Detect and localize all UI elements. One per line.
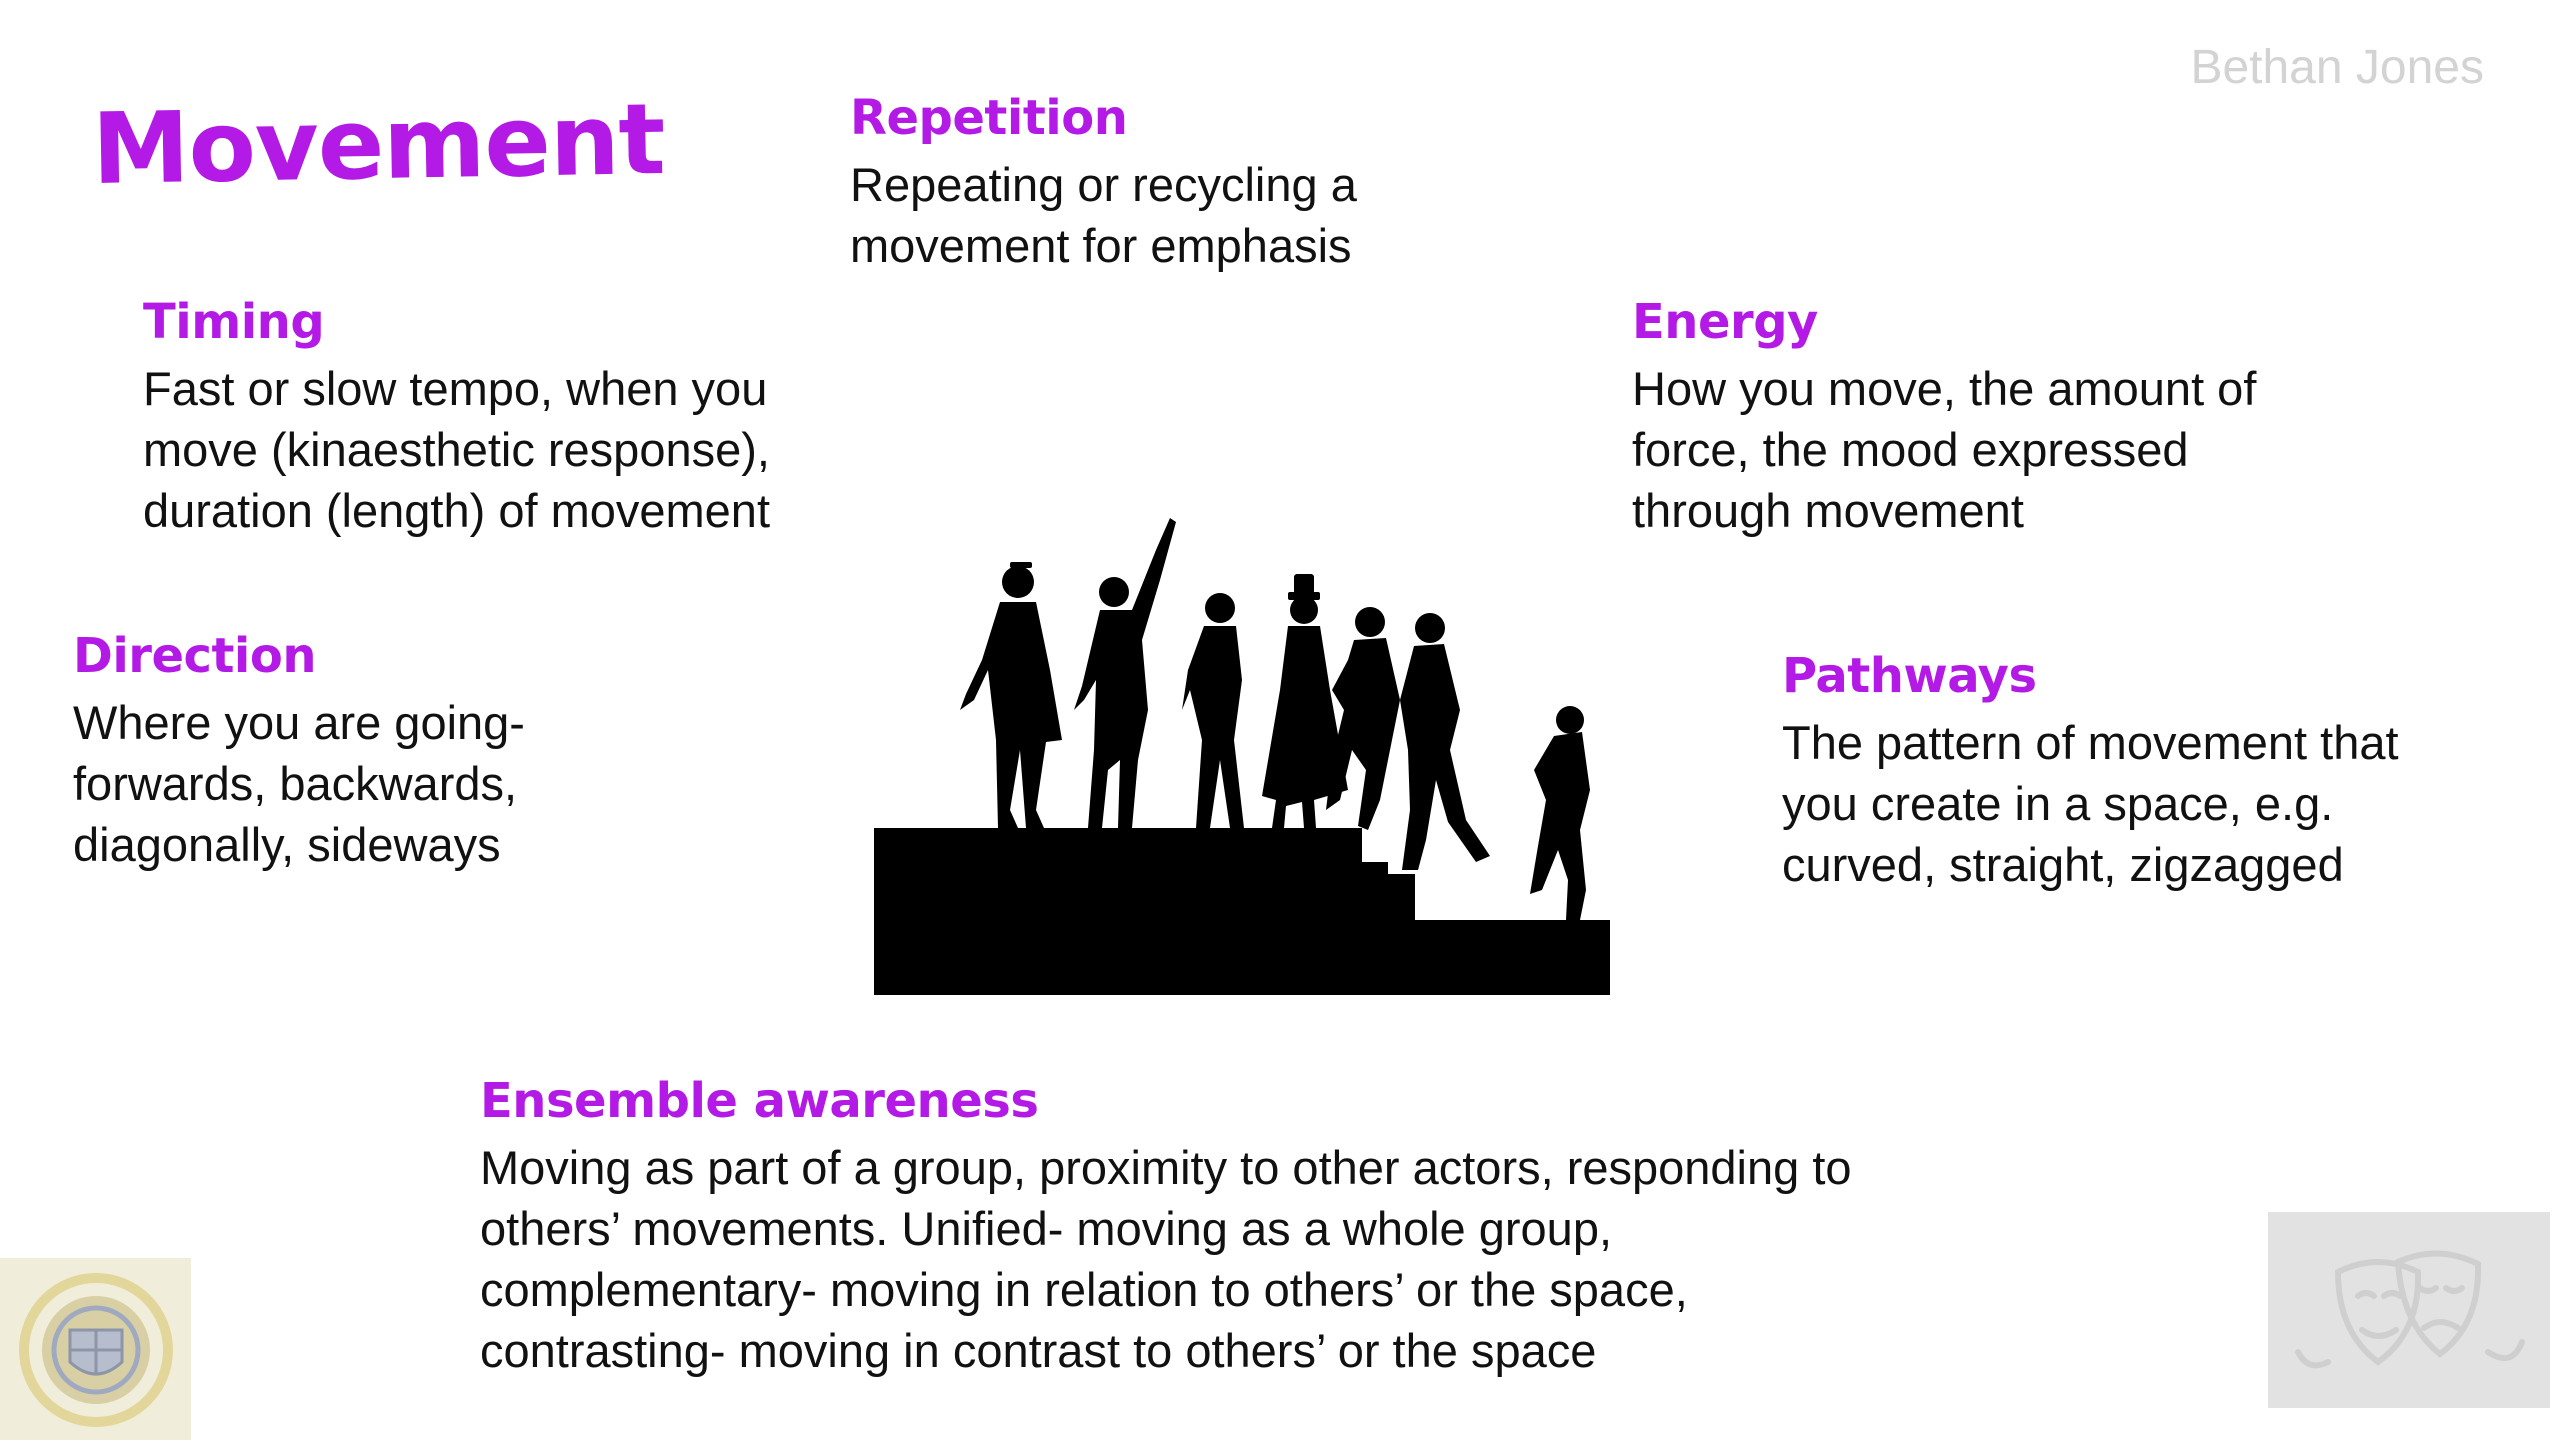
school-crest-logo xyxy=(0,1258,191,1440)
section-heading: Pathways xyxy=(1782,648,2037,704)
section-body: Where you are going- forwards, backwards… xyxy=(73,696,525,871)
section-direction: Direction Where you are going- forwards,… xyxy=(73,628,773,875)
section-body: How you move, the amount of force, the m… xyxy=(1632,362,2257,537)
page-title: Movement xyxy=(91,83,666,207)
section-heading: Energy xyxy=(1632,294,1818,350)
section-heading: Ensemble awareness xyxy=(480,1073,1039,1129)
section-ensemble-awareness: Ensemble awareness Moving as part of a g… xyxy=(480,1073,2040,1381)
section-energy: Energy How you move, the amount of force… xyxy=(1632,294,2352,541)
author-name: Bethan Jones xyxy=(2190,41,2484,94)
section-heading: Timing xyxy=(143,294,325,350)
section-body: The pattern of movement that you create … xyxy=(1782,716,2399,891)
section-heading: Direction xyxy=(73,628,317,684)
section-body: Repeating or recycling a movement for em… xyxy=(850,158,1357,272)
dancers-on-stairs-silhouette xyxy=(874,518,1610,995)
section-body: Fast or slow tempo, when you move (kinae… xyxy=(143,362,770,537)
section-heading: Repetition xyxy=(850,90,1128,146)
section-repetition: Repetition Repeating or recycling a move… xyxy=(850,90,1550,276)
section-timing: Timing Fast or slow tempo, when you move… xyxy=(143,294,843,541)
section-pathways: Pathways The pattern of movement that yo… xyxy=(1782,648,2522,895)
theatre-masks-icon xyxy=(2268,1212,2550,1408)
section-body: Moving as part of a group, proximity to … xyxy=(480,1141,1852,1377)
